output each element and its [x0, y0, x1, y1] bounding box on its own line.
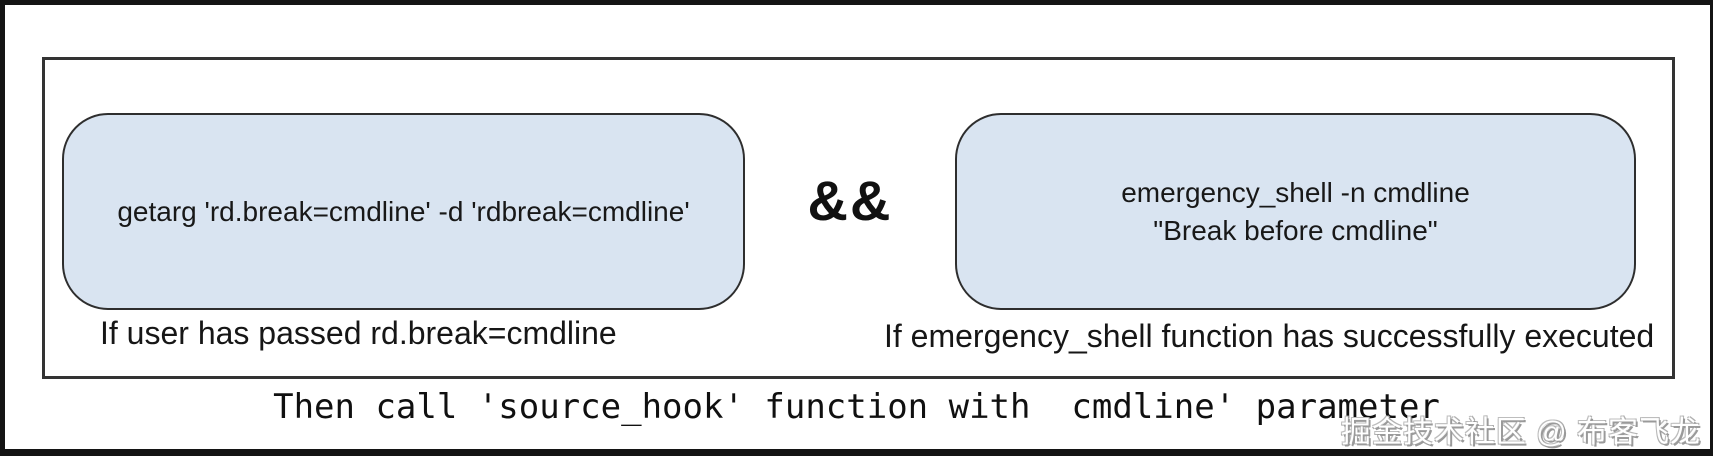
right-condition-caption: If emergency_shell function has successf…: [884, 318, 1655, 354]
right-condition-command-line1: emergency_shell -n cmdline: [1121, 176, 1470, 208]
left-condition-box: getarg 'rd.break=cmdline' -d 'rdbreak=cm…: [62, 113, 745, 310]
left-condition-command: getarg 'rd.break=cmdline' -d 'rdbreak=cm…: [117, 195, 690, 227]
left-condition-caption: If user has passed rd.break=cmdline: [100, 315, 617, 351]
watermark-text: 掘金技术社区 @ 布客飞龙: [1340, 416, 1701, 449]
right-condition-command-line2: "Break before cmdline": [1153, 214, 1438, 246]
conclusion-text: Then call 'source_hook' function with cm…: [273, 387, 1440, 427]
right-condition-box: emergency_shell -n cmdline "Break before…: [955, 113, 1636, 310]
and-operator: &&: [807, 168, 893, 232]
